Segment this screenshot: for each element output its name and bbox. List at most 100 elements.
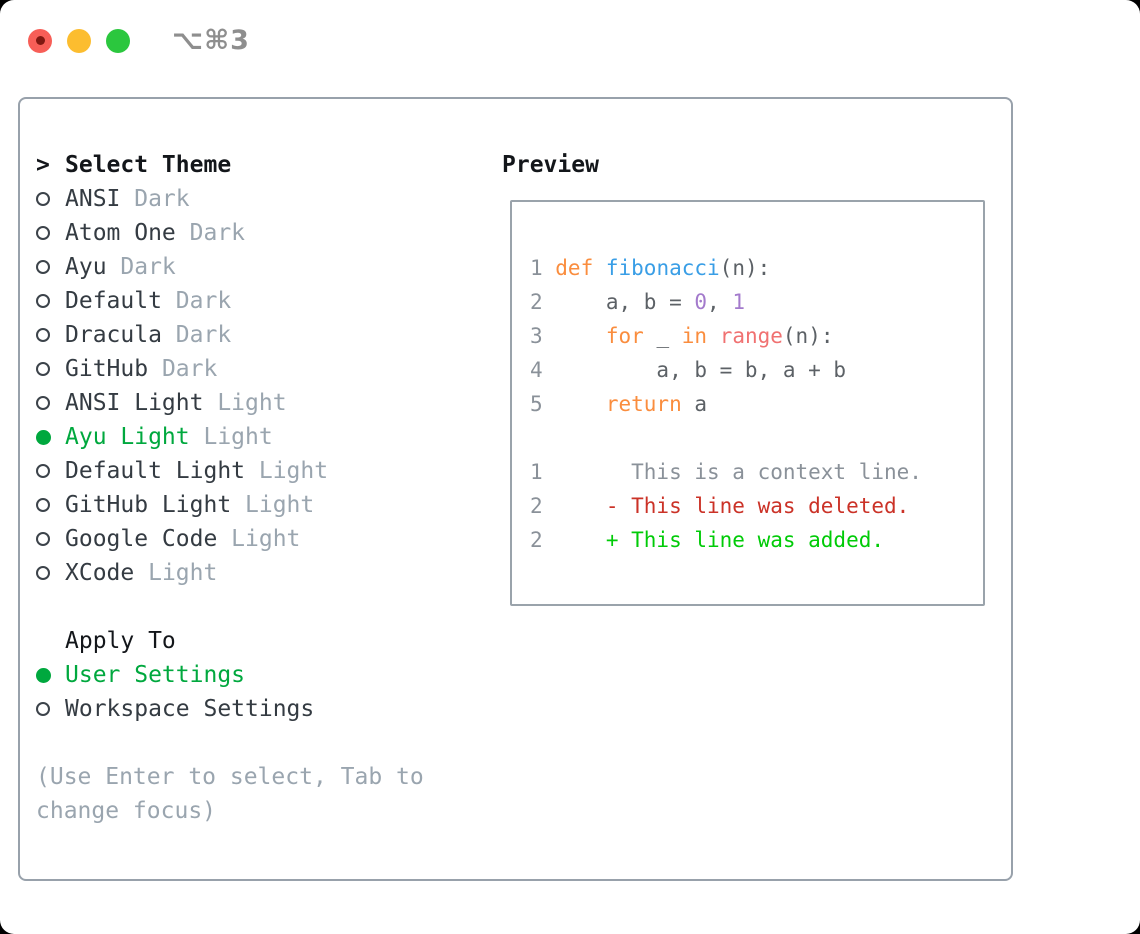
code-token-plain: _ — [643, 324, 682, 348]
select-theme-title: Select Theme — [65, 152, 232, 178]
theme-name: XCode — [65, 560, 135, 586]
theme-option[interactable]: ANSI Light Light — [36, 386, 424, 420]
code-line: 4 a, b = b, a + b — [530, 353, 983, 387]
code-token-number: 1 — [732, 290, 745, 314]
radio-icon — [36, 226, 50, 240]
minimize-button[interactable] — [67, 28, 91, 53]
theme-name: GitHub Light — [65, 492, 232, 518]
theme-variant: Dark — [134, 186, 190, 212]
theme-name: Ayu — [65, 254, 107, 280]
theme-name: GitHub — [65, 356, 149, 382]
theme-option[interactable]: GitHub Light Light — [36, 488, 424, 522]
radio-icon — [36, 566, 50, 580]
code-token-number: 0 — [694, 290, 708, 314]
code-token-function: fibonacci — [605, 256, 720, 280]
theme-name: Ayu Light — [65, 424, 190, 450]
theme-option[interactable]: Default Dark — [36, 284, 424, 318]
apply-to-title: Apply To — [65, 628, 176, 654]
theme-variant: Light — [148, 560, 218, 586]
spacer — [36, 726, 424, 760]
hint-text-line-2: change focus) — [36, 798, 217, 824]
window-shortcut-label: ⌥⌘3 — [172, 25, 250, 56]
theme-variant: Light — [231, 526, 301, 552]
code-line: 2 - This line was deleted. — [530, 489, 983, 523]
theme-name: Default — [65, 288, 162, 314]
theme-option[interactable]: Ayu Light Light — [36, 420, 424, 454]
code-line: 1 This is a context line. — [530, 455, 983, 489]
zoom-button[interactable] — [106, 28, 130, 53]
apply-to-label: Workspace Settings — [65, 696, 315, 722]
code-token-keyword: return — [605, 392, 682, 416]
code-line: 1 def fibonacci(n): — [530, 251, 983, 285]
line-number: 1 — [530, 460, 543, 484]
theme-option[interactable]: Default Light Light — [36, 454, 424, 488]
radio-icon — [36, 498, 50, 512]
theme-option[interactable]: Ayu Dark — [36, 250, 424, 284]
radio-icon — [36, 260, 50, 274]
radio-icon — [36, 532, 50, 546]
theme-name: ANSI Light — [65, 390, 204, 416]
radio-icon — [36, 328, 50, 342]
line-number: 3 — [530, 324, 543, 348]
line-number: 4 — [530, 358, 543, 382]
code-token-plain: (n): — [719, 256, 771, 280]
theme-option[interactable]: ANSI Dark — [36, 182, 424, 216]
code-token-plain: a — [681, 392, 708, 416]
theme-option[interactable]: Atom One Dark — [36, 216, 424, 250]
spacer — [36, 590, 424, 624]
theme-variant: Light — [245, 492, 315, 518]
theme-variant: Light — [217, 390, 287, 416]
theme-option[interactable]: XCode Light — [36, 556, 424, 590]
theme-variant: Dark — [120, 254, 176, 280]
code-token-plain: a, b = — [555, 290, 695, 314]
theme-variant: Light — [203, 424, 273, 450]
code-token-plain — [593, 256, 606, 280]
code-token-added: + This line was added. — [555, 528, 885, 552]
theme-option[interactable]: Dracula Dark — [36, 318, 424, 352]
radio-icon — [36, 464, 50, 478]
theme-variant: Light — [258, 458, 329, 484]
apply-to-option[interactable]: User Settings — [36, 658, 424, 692]
code-token-plain — [555, 392, 606, 416]
apply-to-header: Apply To — [36, 624, 424, 658]
code-token-deleted: - This line was deleted. — [555, 494, 910, 518]
radio-icon — [36, 396, 50, 410]
radio-selected-icon — [36, 429, 51, 445]
preview-title: Preview — [502, 152, 599, 178]
close-button[interactable] — [28, 28, 52, 53]
apply-to-option[interactable]: Workspace Settings — [36, 692, 424, 726]
code-token-keyword: def — [555, 256, 594, 280]
code-token-plain: (n): — [782, 324, 834, 348]
theme-name: ANSI — [65, 186, 121, 212]
code-token-plain: a, b = b, a + b — [555, 358, 847, 382]
code-line — [530, 421, 983, 455]
code-line: 2 a, b = 0, 1 — [530, 285, 983, 319]
theme-variant: Dark — [175, 288, 232, 314]
line-number: 1 — [530, 256, 543, 280]
radio-icon — [36, 192, 50, 206]
radio-icon — [36, 294, 50, 308]
theme-name: Dracula — [65, 322, 162, 348]
theme-name: Atom One — [65, 220, 176, 246]
code-token-plain — [555, 324, 606, 348]
theme-name: Default Light — [65, 458, 246, 484]
prompt-caret-icon: > — [36, 152, 50, 178]
close-dot-icon — [35, 36, 45, 45]
theme-variant: Dark — [189, 220, 246, 246]
code-token-plain: , — [707, 290, 733, 314]
radio-selected-icon — [36, 667, 51, 683]
hint-text-line-1: (Use Enter to select, Tab to — [36, 764, 424, 790]
radio-icon — [36, 362, 50, 376]
code-line: 3 for _ in range(n): — [530, 319, 983, 353]
theme-variant: Dark — [175, 322, 232, 348]
code-token-plain — [707, 324, 720, 348]
select-theme-header: > Select Theme — [36, 148, 424, 182]
